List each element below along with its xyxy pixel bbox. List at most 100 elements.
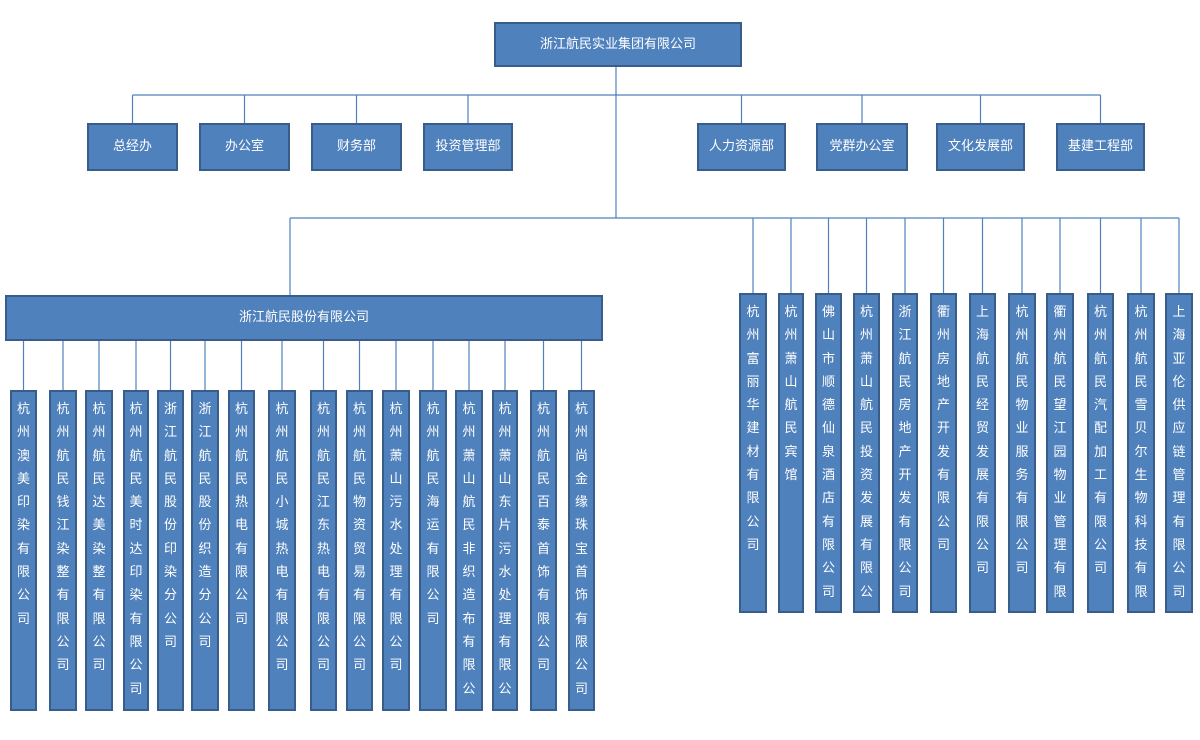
subsidiary-char: 限 (574, 634, 588, 650)
subsidiary-char: 限 (498, 658, 512, 674)
subsidiary-char: 园 (1053, 444, 1067, 460)
subsidiary-char: 美 (129, 495, 143, 511)
subsidiary-char: 杭 (56, 402, 70, 417)
subsidiary-char: 发 (898, 491, 912, 507)
subsidiary-char: 股 (163, 495, 177, 511)
subsidiary-char: 华 (746, 398, 760, 414)
subsidiary-char: 亚 (1172, 351, 1186, 367)
subsidiary-char: 浙 (198, 402, 212, 417)
subsidiary-char: 有 (975, 491, 989, 507)
subsidiary-char: 公 (129, 658, 143, 674)
subsidiary-char: 司 (316, 658, 330, 674)
subsidiary-char: 山 (784, 374, 798, 390)
group-subsidiary: 杭州萧山航民宾馆 (778, 293, 804, 613)
subsidiary-char: 萧 (498, 448, 512, 464)
subsidiary-char: 民 (859, 421, 873, 437)
group-subsidiary: 杭州富丽华建材有限公司 (739, 293, 767, 613)
subsidiary-char: 州 (1015, 328, 1029, 344)
subsidiary-char: 有 (1134, 561, 1148, 577)
subsidiary-char: 杭 (536, 402, 550, 417)
subsidiary-char: 航 (163, 448, 177, 464)
department-right-1: 党群办公室 (816, 123, 908, 171)
subsidiary-char: 民 (426, 471, 440, 487)
subsidiary-char: 司 (1172, 584, 1186, 600)
subsidiary-char: 航 (898, 351, 912, 367)
subsidiary-char: 有 (92, 588, 106, 604)
subsidiary-char: 航 (462, 495, 476, 511)
listed-subsidiary: 杭州航民百泰首饰有限公司 (530, 390, 557, 711)
subsidiary-char: 有 (859, 537, 873, 553)
subsidiary-char: 司 (426, 611, 440, 627)
subsidiary-char: 产 (936, 398, 950, 414)
subsidiary-char: 司 (936, 537, 950, 553)
subsidiary-char: 民 (898, 374, 912, 390)
subsidiary-char: 技 (1134, 537, 1148, 553)
subsidiary-char: 民 (198, 471, 212, 487)
subsidiary-char: 有 (56, 588, 70, 604)
department-left-2: 财务部 (311, 123, 402, 171)
subsidiary-char: 分 (198, 588, 212, 604)
subsidiary-char: 有 (129, 611, 143, 627)
subsidiary-char: 有 (275, 588, 289, 604)
subsidiary-char: 股 (198, 495, 212, 511)
subsidiary-char: 店 (821, 491, 835, 507)
subsidiary-char: 杭 (275, 402, 289, 417)
subsidiary-char: 有 (821, 514, 835, 530)
subsidiary-char: 有 (1172, 514, 1186, 530)
subsidiary-char: 供 (1172, 398, 1186, 414)
subsidiary-char: 有 (426, 541, 440, 557)
subsidiary-char: 衢 (936, 305, 950, 320)
subsidiary-char: 有 (234, 541, 248, 557)
subsidiary-char: 州 (536, 425, 550, 441)
subsidiary-char: 达 (92, 495, 106, 511)
subsidiary-char: 州 (234, 425, 248, 441)
subsidiary-char: 尚 (574, 448, 588, 464)
subsidiary-char: 物 (1015, 398, 1029, 414)
subsidiary-char: 服 (1015, 444, 1029, 460)
subsidiary-char: 务 (1015, 468, 1029, 484)
group-subsidiary: 上海航民经贸发展有限公司 (969, 293, 996, 613)
subsidiary-char: 江 (198, 425, 212, 441)
subsidiary-char: 衢 (1053, 305, 1067, 320)
subsidiary-char: 限 (536, 611, 550, 627)
subsidiary-char: 德 (821, 398, 835, 414)
subsidiary-char: 浙 (898, 305, 912, 320)
subsidiary-char: 非 (462, 541, 476, 557)
subsidiary-char: 上 (975, 305, 989, 320)
listed-subsidiary: 杭州萧山污水处理有限公司 (382, 390, 410, 711)
subsidiary-char: 热 (275, 541, 289, 557)
subsidiary-char: 热 (234, 495, 248, 511)
subsidiary-char: 公 (536, 634, 550, 650)
subsidiary-char: 限 (56, 611, 70, 627)
subsidiary-char: 杭 (1015, 305, 1029, 320)
listed-subsidiary: 杭州航民江东热电有限公司 (310, 390, 337, 711)
subsidiary-char: 有 (536, 588, 550, 604)
subsidiary-char: 公 (163, 611, 177, 627)
subsidiary-char: 有 (316, 588, 330, 604)
subsidiary-char: 染 (129, 588, 143, 604)
subsidiary-char: 州 (784, 328, 798, 344)
subsidiary-char: 开 (936, 421, 950, 437)
subsidiary-char: 民 (56, 471, 70, 487)
subsidiary-char: 有 (352, 588, 366, 604)
subsidiary-char: 产 (898, 444, 912, 460)
subsidiary-char: 富 (746, 351, 760, 367)
subsidiary-char: 投 (859, 444, 873, 460)
subsidiary-char: 管 (1172, 468, 1186, 484)
subsidiary-char: 整 (56, 565, 70, 581)
subsidiary-char: 管 (1053, 514, 1067, 530)
subsidiary-char: 污 (389, 495, 403, 511)
subsidiary-char: 司 (975, 561, 989, 577)
subsidiary-char: 公 (1172, 561, 1186, 577)
subsidiary-char: 司 (389, 658, 403, 674)
subsidiary-char: 航 (316, 448, 330, 464)
subsidiary-char: 公 (498, 681, 512, 697)
subsidiary-char: 染 (92, 541, 106, 557)
subsidiary-char: 山 (821, 328, 835, 344)
subsidiary-char: 公 (1015, 537, 1029, 553)
subsidiary-char: 杭 (1134, 305, 1148, 320)
subsidiary-char: 地 (898, 421, 912, 437)
subsidiary-char: 污 (498, 541, 512, 557)
subsidiary-char: 航 (92, 448, 106, 464)
subsidiary-char: 公 (16, 588, 30, 604)
